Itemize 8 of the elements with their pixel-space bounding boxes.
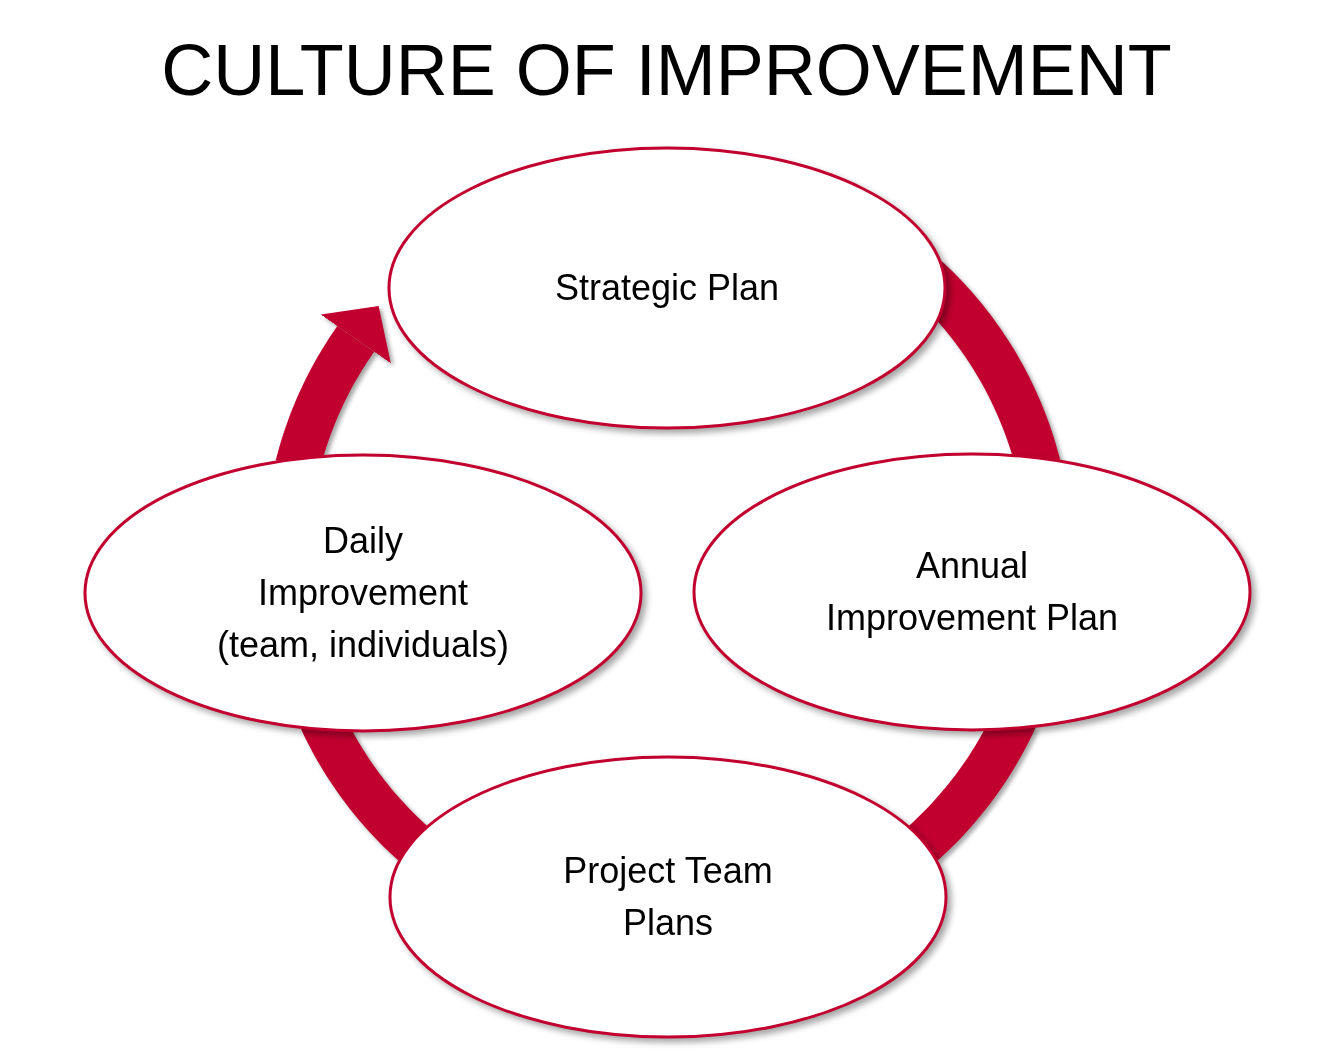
process-ellipse: [691, 451, 1253, 733]
process-ellipse: [82, 452, 644, 734]
step-label: Strategic Plan: [554, 266, 780, 310]
process-ellipse: [387, 754, 949, 1040]
step-label: Annual Improvement Plan: [824, 544, 1120, 640]
step-label: Project Team Plans: [562, 849, 774, 945]
diagram-title: CULTURE OF IMPROVEMENT: [161, 29, 1172, 112]
step-label: Daily Improvement (team, individuals): [215, 519, 511, 667]
